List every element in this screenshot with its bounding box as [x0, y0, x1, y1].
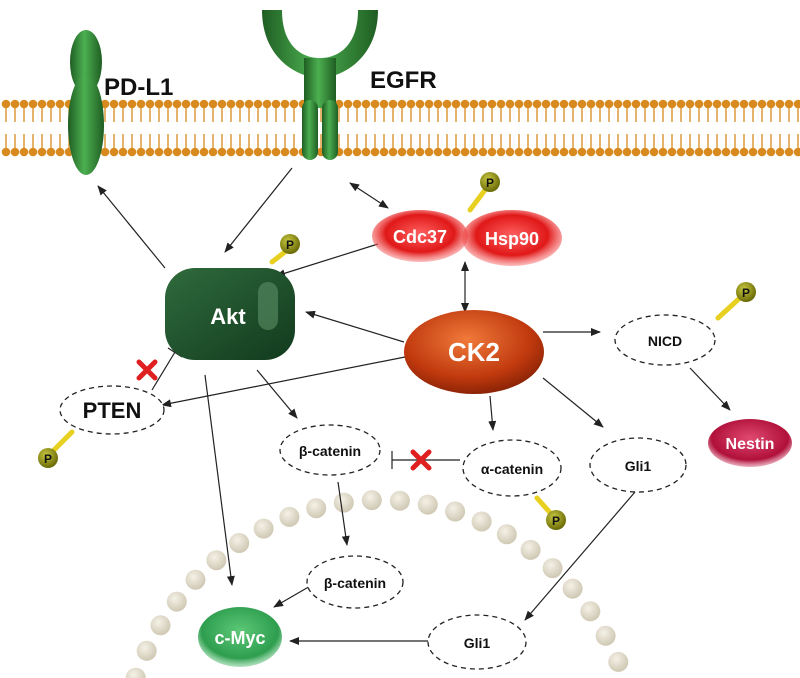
arrow-akt-to-beta-catenin [256, 369, 298, 419]
beta-catenin-nuc-node [306, 555, 404, 609]
egfr-receptor [262, 10, 378, 160]
label-phospho-alpha-catenin: P [552, 514, 560, 528]
nuclear-pore-bead [150, 615, 171, 636]
nuclear-pore-bead [279, 506, 300, 527]
label-ck2: CK2 [448, 337, 500, 367]
arrow-ck2-to-gli1 [542, 377, 604, 428]
arrow-egfr-to-akt [224, 167, 293, 253]
nestin-node [708, 419, 792, 467]
nuclear-pore-bead [562, 578, 583, 599]
cell-membrane [1, 99, 800, 157]
label-phospho-akt: P [286, 238, 294, 252]
arrow-cdc37-to-akt [275, 243, 379, 278]
nuclear-pore-bead [445, 501, 466, 522]
ck2-node [404, 310, 544, 394]
label-cmyc: c-Myc [214, 628, 265, 648]
nuclear-pore-bead [580, 601, 601, 622]
pten-node [59, 385, 165, 435]
dashed-nodes [59, 314, 716, 670]
label-egfr: EGFR [370, 67, 437, 94]
arrow-nicd-to-nestin [689, 367, 731, 411]
arrow-akt-to-cmyc [204, 374, 235, 586]
label-nestin: Nestin [726, 436, 775, 453]
arrow-ck2-to-akt [305, 310, 405, 343]
gli1-nuc-node [427, 614, 527, 670]
nuclear-pore-bead [125, 667, 146, 678]
nuclear-pore-bead [306, 498, 327, 519]
label-pdl1: PD-L1 [104, 74, 173, 101]
gli1-cyto-node [589, 437, 687, 493]
label-nicd: NICD [648, 333, 682, 349]
arrow-beta-catenin-translocation [337, 481, 350, 546]
block-mark-pten-akt [136, 359, 158, 381]
nuclear-pore-bead [496, 524, 517, 545]
pdl1-receptor [68, 30, 104, 175]
nuclear-pore-bead [166, 591, 187, 612]
block-x-marks [136, 359, 432, 471]
label-beta-catenin-cyto: β-catenin [299, 443, 361, 459]
label-akt: Akt [210, 304, 246, 329]
labels: PD-L1 EGFR Cdc37 Hsp90 Akt CK2 NICD Nest… [44, 67, 774, 651]
label-phospho-cdc37: P [486, 176, 494, 190]
arrow-egfr-cdc37 [349, 182, 389, 209]
arrow-ck2-to-alpha-catenin [488, 395, 497, 431]
edges [97, 167, 731, 645]
nuclear-pore-bead [608, 651, 629, 672]
nuclear-pore-bead [389, 490, 410, 511]
arrow-ck2-to-pten [161, 356, 406, 408]
arrow-gli1-translocation [524, 491, 636, 621]
alpha-catenin-node [462, 439, 562, 497]
cdc37-hsp90-complex [372, 210, 562, 266]
block-mark-alpha-beta [410, 449, 432, 471]
nuclear-pore-bead [361, 490, 382, 511]
nuclear-pore-bead [542, 558, 563, 579]
label-beta-catenin-nuc: β-catenin [324, 575, 386, 591]
arrow-beta-catenin-to-cmyc [273, 584, 313, 608]
nicd-node [614, 314, 716, 366]
nuclear-pore-bead [185, 569, 206, 590]
label-hsp90: Hsp90 [485, 229, 539, 249]
label-gli1-nuc: Gli1 [464, 635, 491, 651]
arrow-akt-to-pdl1 [97, 185, 166, 269]
label-pten: PTEN [83, 398, 142, 423]
nuclear-pore-bead [253, 518, 274, 539]
label-gli1-cyto: Gli1 [625, 458, 652, 474]
beta-catenin-cyto-node [279, 424, 381, 476]
nuclear-pore-bead [417, 494, 438, 515]
nuclear-pore-bead [471, 511, 492, 532]
nuclear-envelope [125, 490, 629, 678]
nuclear-pore-bead [595, 625, 616, 646]
phospho-groups [38, 172, 756, 530]
cmyc-node [198, 607, 282, 667]
inhibit-pten-to-akt [151, 351, 176, 391]
nuclear-pore-bead [136, 640, 157, 661]
nuclear-pore-bead [229, 533, 250, 553]
nuclear-pore-bead [520, 539, 541, 560]
nuclear-pore-bead [333, 492, 354, 513]
label-cdc37: Cdc37 [393, 227, 447, 247]
label-phospho-pten: P [44, 452, 52, 466]
nuclear-pore-bead [206, 550, 227, 571]
label-alpha-catenin: α-catenin [481, 461, 543, 477]
label-phospho-nicd: P [742, 286, 750, 300]
